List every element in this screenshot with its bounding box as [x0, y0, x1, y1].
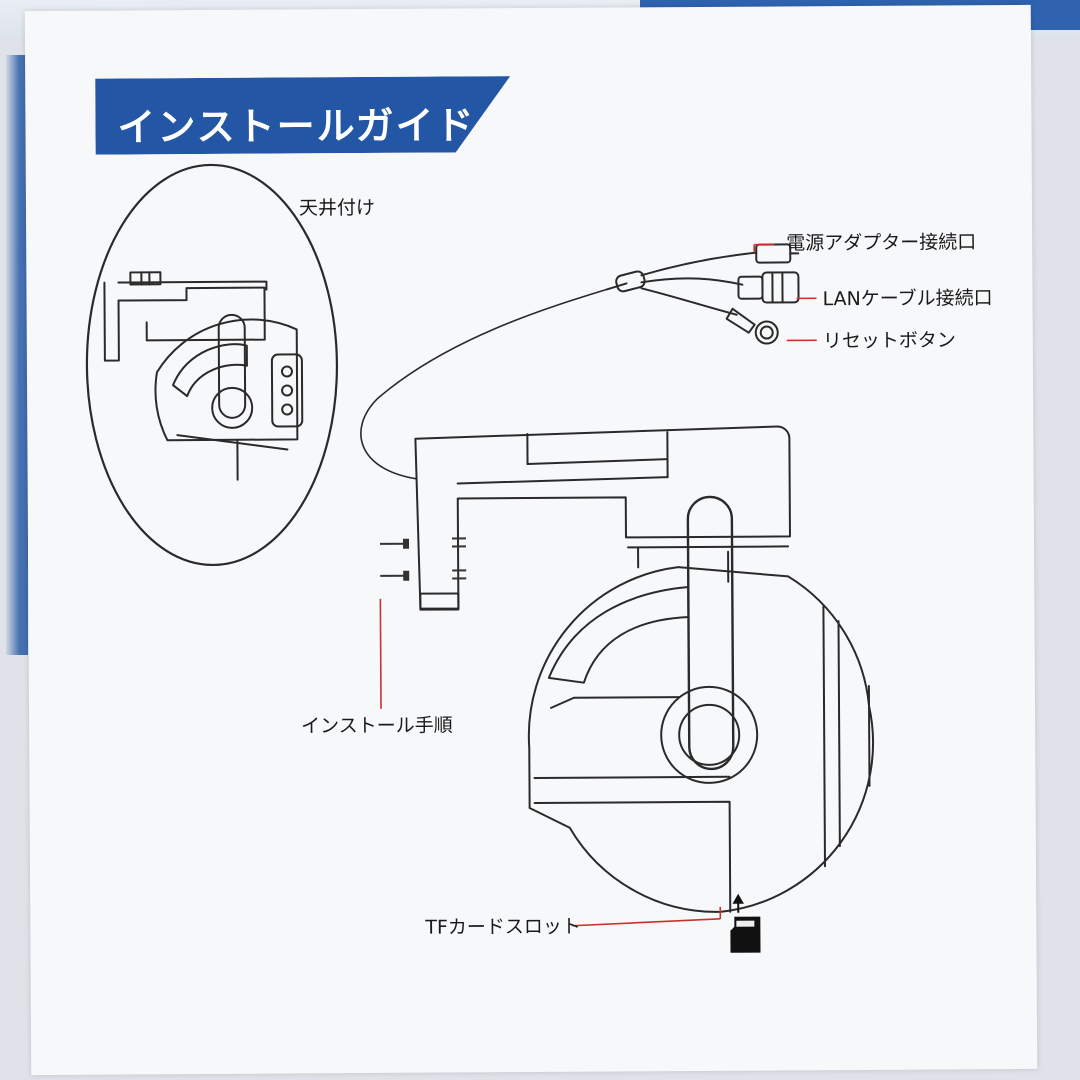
reset-button-label: リセットボタン — [822, 329, 956, 353]
power-port-label: 電源アダプター接続口 — [786, 231, 977, 255]
cable-bundle — [360, 243, 800, 480]
title-banner: インストールガイド — [95, 76, 511, 155]
banner-shape — [95, 76, 511, 155]
microsd-card-icon — [730, 916, 761, 953]
screw-icon — [380, 537, 467, 581]
main-camera — [414, 425, 874, 913]
install-steps-label: インストール手順 — [301, 714, 453, 738]
manual-page: インストールガイド — [24, 4, 1038, 1076]
tf-slot-label: TFカードスロット — [425, 915, 581, 939]
ceiling-mount-label: 天井付け — [298, 196, 376, 220]
blue-page-edge — [6, 55, 28, 655]
callout-lines — [379, 243, 817, 927]
lan-port-label: LANケーブル接続口 — [822, 287, 993, 311]
install-diagram — [85, 163, 874, 953]
arrow-up-icon — [732, 893, 744, 913]
ceiling-mount-inset — [85, 163, 339, 567]
